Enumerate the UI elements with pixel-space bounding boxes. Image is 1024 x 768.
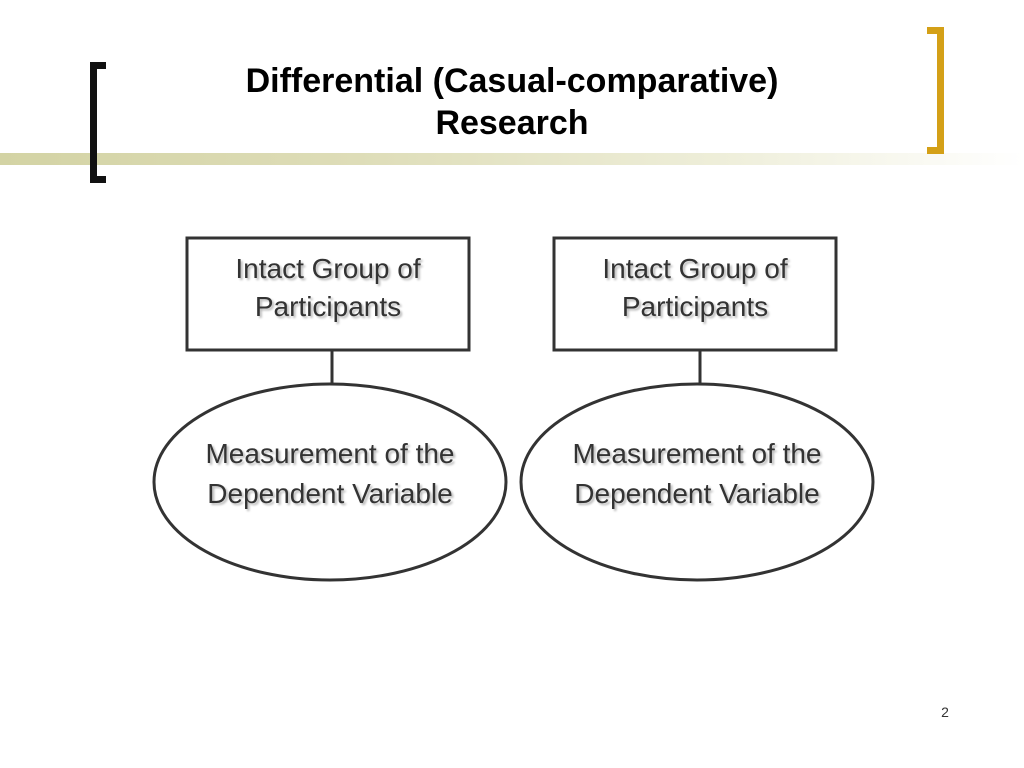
group-box-2-line1: Intact Group of: [602, 253, 788, 284]
measurement-ellipse-1-line2: Dependent Variable: [207, 478, 453, 509]
slide-title: Differential (Casual-comparative) Resear…: [130, 60, 894, 144]
slide-page-number: 2: [941, 704, 949, 720]
measurement-ellipse-2: [519, 382, 875, 582]
left-bracket-decoration: [90, 62, 106, 183]
measurement-ellipse-1: [152, 382, 508, 582]
measurement-ellipse-1-line1: Measurement of the: [205, 438, 455, 469]
measurement-ellipse-2-line2: Dependent Variable: [574, 478, 820, 509]
group-box-1-line1: Intact Group of: [235, 253, 421, 284]
group-box-2-line2: Participants: [621, 291, 769, 322]
group-box-1-label: Intact Group of Participants: [187, 250, 469, 326]
group-box-2-label: Intact Group of Participants: [554, 250, 836, 326]
slide-title-line1: Differential (Casual-comparative): [245, 62, 779, 100]
measurement-ellipse-2-line1: Measurement of the: [572, 438, 822, 469]
right-bracket-decoration: [927, 27, 944, 154]
slide-title-line2: Research: [435, 104, 589, 142]
title-underline-stripe: [0, 153, 1024, 165]
group-box-2: [552, 236, 838, 352]
group-box-1-line2: Participants: [254, 291, 402, 322]
measurement-ellipse-1-label: Measurement of the Dependent Variable: [154, 434, 506, 514]
measurement-ellipse-2-label: Measurement of the Dependent Variable: [521, 434, 873, 514]
group-box-1: [185, 236, 471, 352]
